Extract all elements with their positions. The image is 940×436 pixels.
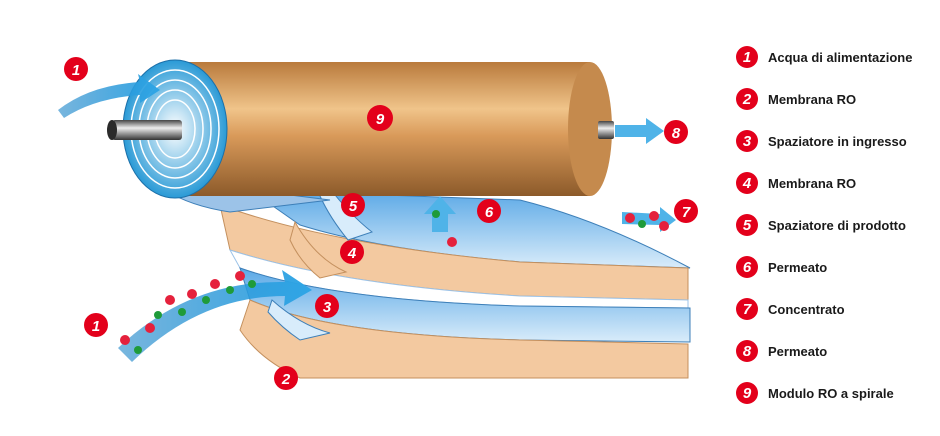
curl-membrane <box>289 220 348 279</box>
salt-particle <box>165 295 175 305</box>
marker-3: 3 <box>315 294 339 318</box>
water-particle <box>154 311 162 319</box>
legend-item: 3 Spaziatore in ingresso <box>736 120 936 162</box>
marker-7-label: 7 <box>682 204 691 221</box>
legend-item: 1 Acqua di alimentazione <box>736 36 936 78</box>
particles <box>120 210 669 354</box>
legend-number-badge: 2 <box>736 88 758 110</box>
legend-number-badge: 6 <box>736 256 758 278</box>
membrane-sheet-lower <box>239 299 689 379</box>
legend-number-badge: 9 <box>736 382 758 404</box>
legend-item: 4 Membrana RO <box>736 162 936 204</box>
legend-label: Spaziatore in ingresso <box>768 133 907 149</box>
salt-particle <box>187 289 197 299</box>
legend-number-badge: 5 <box>736 214 758 236</box>
marker-1-top-label: 1 <box>72 62 80 79</box>
legend-item: 5 Spaziatore di prodotto <box>736 204 936 246</box>
legend-item: 7 Concentrato <box>736 288 936 330</box>
curl-feed-spacer <box>267 299 331 341</box>
salt-particle <box>649 211 659 221</box>
salt-particle <box>235 271 245 281</box>
legend-label: Membrana RO <box>768 91 857 107</box>
legend-number-badge: 8 <box>736 340 758 362</box>
water-particle <box>202 296 210 304</box>
legend-label: Concentrato <box>768 301 845 317</box>
salt-particle <box>120 335 130 345</box>
legend-label: Acqua di alimentazione <box>768 49 913 65</box>
marker-4: 4 <box>340 240 364 264</box>
feed-arrow-top <box>58 74 160 118</box>
water-particle <box>638 220 646 228</box>
salt-particle <box>625 213 635 223</box>
flow-arrows <box>58 74 676 362</box>
legend-label: Permeato <box>768 343 828 359</box>
legend-number-badge: 4 <box>736 172 758 194</box>
marker-1-top: 1 <box>64 57 88 81</box>
legend-label: Modulo RO a spirale <box>768 385 894 401</box>
legend-item: 8 Permeato <box>736 330 936 372</box>
salt-particle <box>145 323 155 333</box>
legend-label: Permeato <box>768 259 828 275</box>
marker-6: 6 <box>477 199 501 223</box>
permeate-tube-right <box>598 121 614 139</box>
water-particle <box>432 210 440 218</box>
marker-9: 9 <box>367 105 393 131</box>
legend-number-badge: 3 <box>736 130 758 152</box>
marker-5-label: 5 <box>349 198 358 215</box>
legend-item: 2 Membrana RO <box>736 78 936 120</box>
salt-particle <box>447 237 457 247</box>
marker-1-bottom: 1 <box>84 313 108 337</box>
legend-item: 9 Modulo RO a spirale <box>736 372 936 414</box>
marker-1-bottom-label: 1 <box>92 318 100 335</box>
legend-number-badge: 1 <box>736 46 758 68</box>
ro-module <box>107 59 614 199</box>
tube-left-end <box>107 120 117 140</box>
marker-2-label: 2 <box>281 371 291 388</box>
marker-8-label: 8 <box>672 125 681 142</box>
marker-5: 5 <box>341 193 365 217</box>
permeate-tube-left <box>112 120 182 140</box>
water-particle <box>134 346 142 354</box>
salt-particle <box>659 221 669 231</box>
water-particle <box>226 286 234 294</box>
legend: 1 Acqua di alimentazione 2 Membrana RO 3… <box>736 36 936 414</box>
module-right-end <box>568 62 612 196</box>
legend-item: 6 Permeato <box>736 246 936 288</box>
legend-number-badge: 7 <box>736 298 758 320</box>
marker-3-label: 3 <box>323 299 332 316</box>
legend-label: Spaziatore di prodotto <box>768 217 906 233</box>
marker-7: 7 <box>674 199 698 223</box>
marker-2: 2 <box>274 366 298 390</box>
legend-label: Membrana RO <box>768 175 857 191</box>
salt-particle <box>210 279 220 289</box>
feed-arrow-bottom <box>118 270 312 362</box>
marker-4-label: 4 <box>347 245 357 262</box>
water-particle <box>178 308 186 316</box>
permeate-arrow-right <box>615 118 664 144</box>
marker-6-label: 6 <box>485 204 494 221</box>
marker-9-label: 9 <box>376 111 385 128</box>
water-particle <box>248 280 256 288</box>
marker-8: 8 <box>664 120 688 144</box>
spiral-ro-diagram: 1 9 8 5 6 7 4 3 1 2 <box>58 57 698 390</box>
